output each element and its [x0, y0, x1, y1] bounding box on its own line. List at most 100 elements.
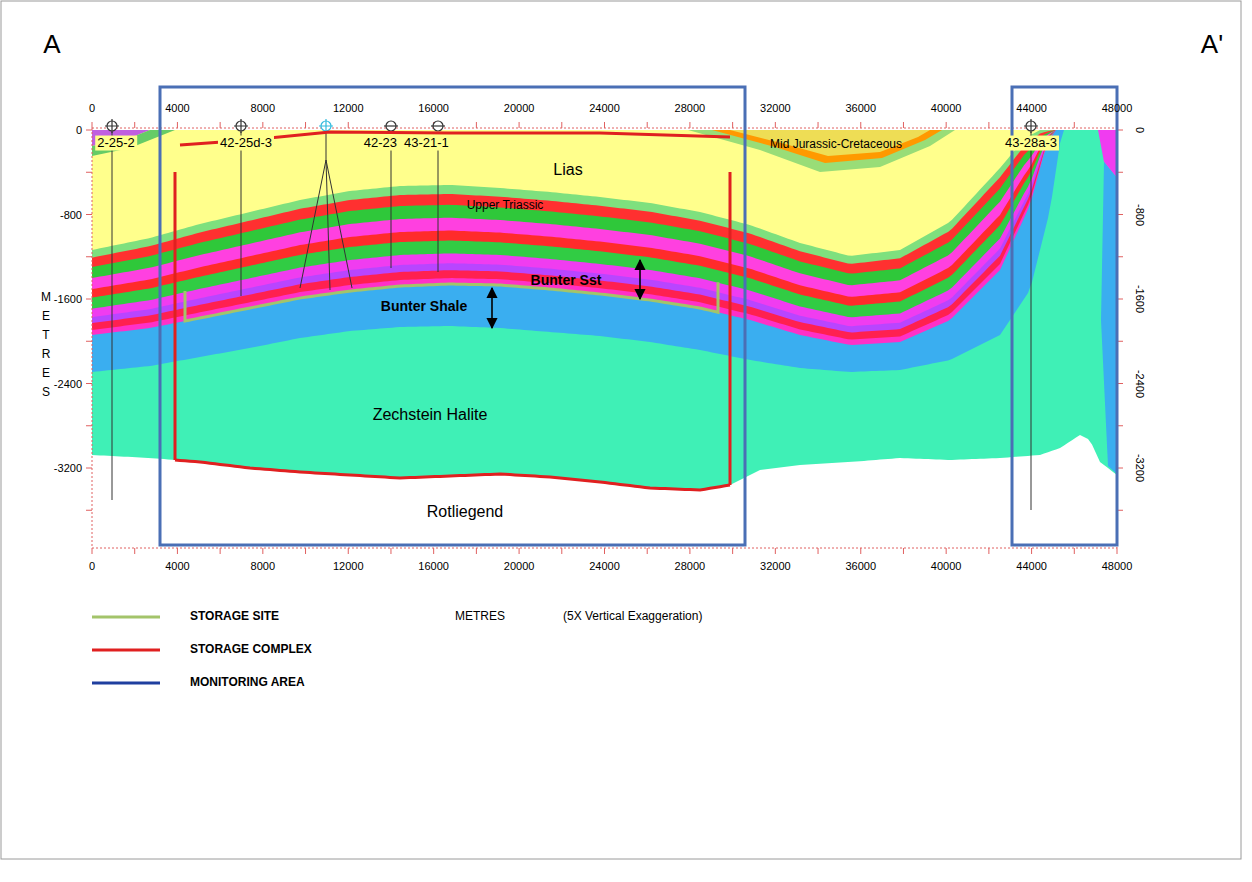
axis-tick [519, 548, 520, 554]
wells [105, 119, 1038, 510]
axis-title: METRES [40, 288, 52, 402]
axis-tick [86, 510, 92, 511]
axis-tick [988, 548, 989, 554]
axis-tick [476, 122, 477, 128]
axis-tick [476, 548, 477, 554]
page-border [1, 1, 1241, 859]
axis-tick [86, 383, 92, 384]
triassic-layer [92, 130, 1117, 548]
axis-number: 24000 [589, 102, 620, 115]
axis-number: 20000 [504, 102, 535, 115]
axis-tick [732, 548, 733, 554]
axis-tick [177, 548, 178, 554]
axis-tick [1074, 548, 1075, 554]
flank-layer [1101, 162, 1117, 474]
section-end: A [43, 30, 60, 60]
axis-tick [86, 299, 92, 300]
axis-number: 0 [89, 560, 95, 573]
axis-number: 8000 [251, 560, 275, 573]
axis-tick [86, 256, 92, 257]
axis-number: -2400 [54, 377, 82, 390]
axis-tick [775, 122, 776, 128]
axis-tick [262, 548, 263, 554]
legend-line [92, 649, 160, 652]
triassic-layer [92, 130, 1117, 548]
well-track [326, 160, 330, 290]
triassic-layer [92, 130, 1117, 548]
axis-tick [1031, 548, 1032, 554]
well-track [112, 132, 113, 500]
axis-tick [86, 468, 92, 469]
well-symbol [431, 121, 445, 131]
jurassic-wedge [92, 130, 175, 156]
legend-line [92, 616, 160, 619]
axis-tick [134, 122, 135, 128]
well-name: 2-25-2 [95, 136, 137, 151]
axis-number: 24000 [589, 560, 620, 573]
storage-complex-outline [175, 460, 730, 490]
axis-number: 16000 [418, 560, 449, 573]
axis-tick [433, 548, 434, 554]
axis-number: 40000 [931, 560, 962, 573]
axis-number: 12000 [333, 102, 364, 115]
axis-number: -2400 [1134, 369, 1147, 397]
axis-number: 0 [1134, 127, 1147, 133]
axis-number: -1600 [1134, 285, 1147, 313]
axis-tick [305, 122, 306, 128]
axis-tick [818, 122, 819, 128]
axis-tick [604, 548, 605, 554]
well-name: 42-23 [362, 136, 399, 151]
note: (5X Vertical Exaggeration) [563, 610, 702, 624]
axis-tick [348, 548, 349, 554]
axis-number: 4000 [165, 102, 189, 115]
monitoring-area [1012, 87, 1117, 545]
axis-number: 0 [89, 102, 95, 115]
axis-tick [519, 122, 520, 128]
legend-text: MONITORING AREA [190, 676, 305, 690]
axis-tick [86, 130, 92, 131]
section-end: A' [1201, 30, 1223, 60]
well-name: 43-21-1 [402, 136, 451, 151]
geology [92, 130, 1117, 548]
axis-tick [647, 122, 648, 128]
well-track [326, 132, 327, 160]
bunter-shale-layer [92, 130, 1117, 548]
axis-number: -1600 [54, 293, 82, 306]
axis-number: 48000 [1102, 560, 1133, 573]
plot-frame [86, 122, 1123, 554]
rotliegend-layer [92, 435, 1117, 548]
axis-number: 44000 [1016, 102, 1047, 115]
well-track [438, 148, 439, 272]
axis-tick [946, 122, 947, 128]
layer-name: Bunter Sst [531, 272, 602, 288]
axis-number: 40000 [931, 102, 962, 115]
well-track [241, 132, 242, 296]
axis-number: 48000 [1102, 102, 1133, 115]
axis-tick [860, 122, 861, 128]
triassic-layer [92, 130, 1117, 548]
axis-tick [86, 341, 92, 342]
axis-tick [348, 122, 349, 128]
axis-number: 44000 [1016, 560, 1047, 573]
axis-tick [946, 548, 947, 554]
axis-tick [86, 214, 92, 215]
axis-tick [604, 122, 605, 128]
axis-tick [775, 548, 776, 554]
outlines [175, 132, 730, 490]
axis-tick [1074, 122, 1075, 128]
axis-tick [860, 548, 861, 554]
axis-number: 4000 [165, 560, 189, 573]
axis-tick [177, 122, 178, 128]
well-symbol [1024, 119, 1038, 133]
halite-layer [92, 130, 1117, 548]
axis-number: 36000 [845, 102, 876, 115]
axis-tick [903, 122, 904, 128]
triassic-layer [92, 130, 1117, 548]
axis-tick [86, 172, 92, 173]
axis-tick [818, 548, 819, 554]
well-symbol [234, 119, 248, 133]
axis-tick [561, 548, 562, 554]
